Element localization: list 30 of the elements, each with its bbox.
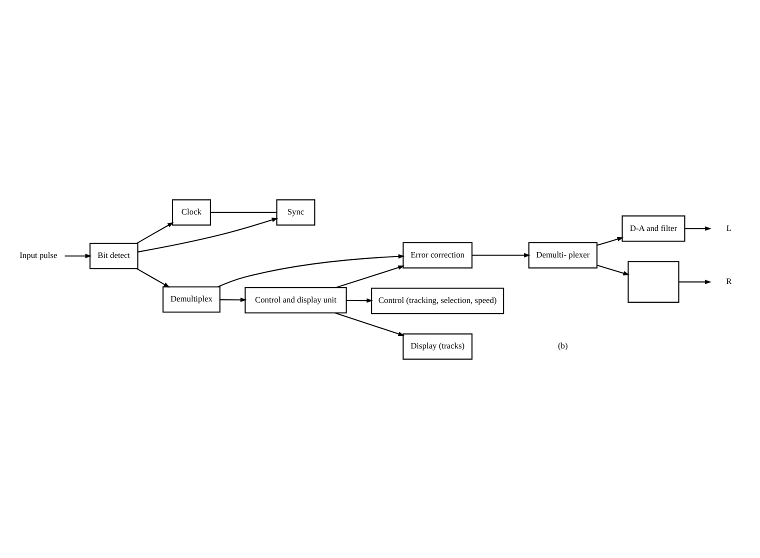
arrow (684, 226, 712, 230)
arrow (336, 264, 405, 288)
arrow (138, 217, 278, 252)
arrow (472, 252, 530, 257)
arrow (136, 268, 170, 288)
arrow (334, 312, 405, 336)
label: (b) (558, 340, 568, 350)
node-text: L (726, 222, 732, 232)
arrow (136, 222, 174, 244)
arrow (220, 297, 247, 302)
node-box: Control (tracking, selection, speed) (371, 287, 504, 314)
node-box: Demultiplex (162, 286, 220, 312)
node-box: Clock (172, 198, 211, 226)
arrow (678, 279, 712, 284)
arrow (596, 264, 630, 275)
node-box: Display (tracks) (402, 332, 472, 360)
node-text: R (726, 276, 732, 286)
node-box: Control and display unit (244, 286, 347, 313)
node-box: Error correction (402, 242, 472, 268)
node-box: Sync (276, 198, 316, 226)
node-box: D-A and filter (622, 214, 686, 242)
arrow (64, 253, 92, 258)
arrow (346, 298, 374, 302)
connector (210, 211, 276, 212)
node-box (628, 260, 680, 302)
node-text: Input pulse (20, 250, 58, 260)
arrow (218, 254, 405, 287)
node-box: Demulti- plexer (528, 242, 598, 268)
arrow (596, 236, 624, 246)
node-box: Bit detect (90, 242, 138, 269)
